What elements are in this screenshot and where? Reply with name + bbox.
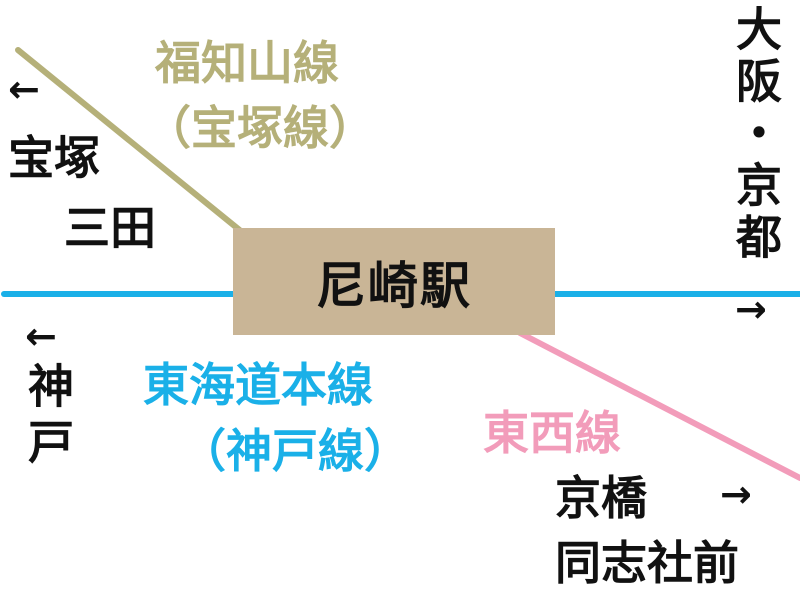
takarazuka-label: 宝塚 [8,131,100,185]
tokaido-line-name: 東海道本線 [143,358,373,412]
kobe-label: 神戸 [21,362,75,474]
takarazuka-arrow-icon: ← [8,67,40,111]
tozai-line [517,330,800,481]
station-name: 尼崎駅 [316,256,472,315]
tozai-line-name: 東西線 [483,406,621,460]
fukuchiyama-line-name: 福知山線 [155,36,339,90]
osaka-kyoto-arrow-icon: → [735,287,767,331]
sanda-label: 三田 [64,201,156,255]
kobe-arrow-icon: ← [25,314,57,358]
station-box: 尼崎駅 [233,228,555,335]
fukuchiyama-line [15,47,245,235]
doshishamae-label: 同志社前 [555,536,739,590]
kyobashi-label: 京橋 [555,471,647,525]
kyobashi-arrow-icon: → [720,472,752,516]
fukuchiyama-line-alias: （宝塚線） [145,101,375,155]
tokaido-line-alias: （神戸線） [180,424,410,478]
osaka-kyoto-label: 大阪・京都 [729,5,783,265]
